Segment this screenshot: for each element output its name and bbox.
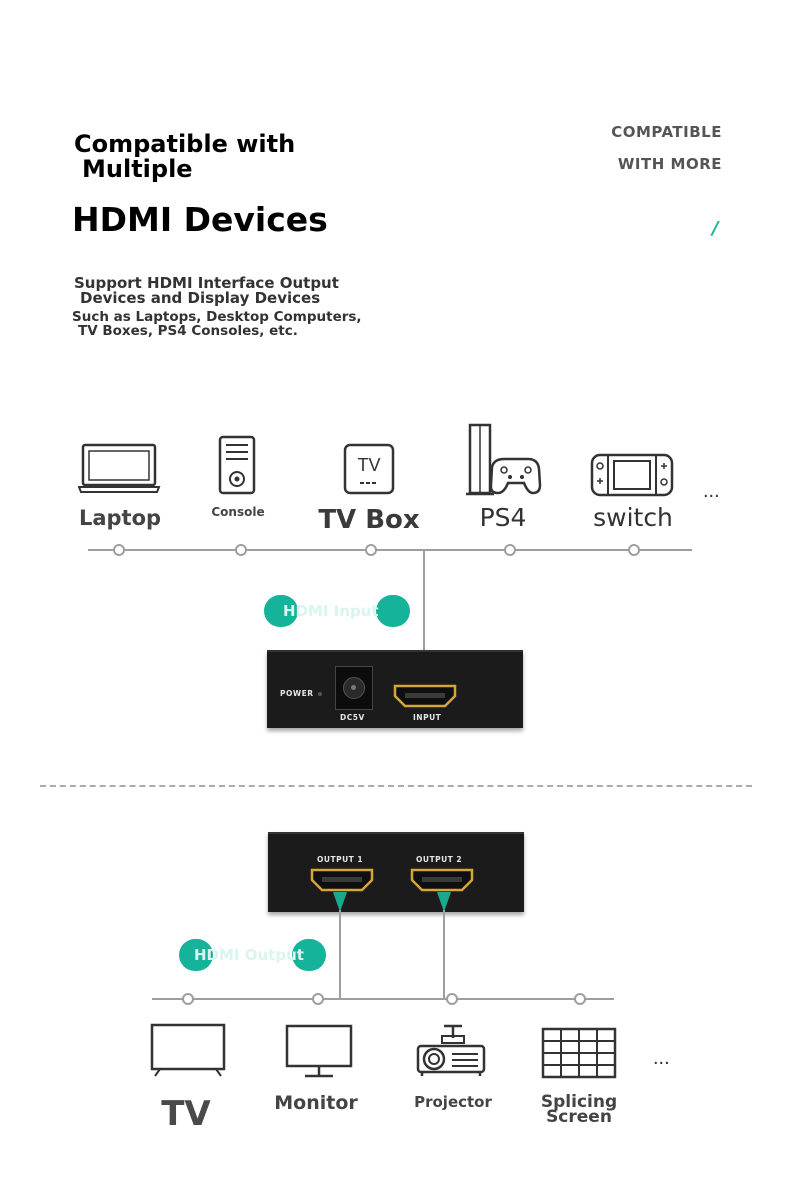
hdmi-input-badge-left [264, 595, 298, 627]
input-port-label: INPUT [413, 713, 442, 722]
tv-box-icon-text: TV [357, 455, 381, 475]
hdmi-output-port-2 [410, 868, 474, 892]
dc-power-jack [335, 666, 373, 710]
device-label-ps4: PS4 [479, 503, 527, 532]
ps4-icon [466, 423, 542, 496]
device-label-screen: Screen [546, 1107, 612, 1127]
hdmi-output-port-1 [310, 868, 374, 892]
output-2-label: OUTPUT 2 [416, 855, 463, 864]
more-outputs-ellipsis: ... [653, 1047, 670, 1069]
hdmi-input-port [393, 684, 457, 708]
laptop-icon [78, 443, 161, 493]
device-label-splicing: Splicing [540, 1092, 618, 1112]
output-connection-lines [152, 892, 614, 1005]
section-divider [40, 785, 752, 787]
more-inputs-ellipsis: ... [703, 480, 720, 502]
splitter-output-side: OUTPUT 1 OUTPUT 2 [268, 832, 524, 912]
such-line-1: Such as Laptops, Desktop Computers, [72, 309, 362, 325]
desktop-tower-icon [218, 435, 256, 495]
output-1-label: OUTPUT 1 [317, 855, 364, 864]
video-wall-icon [541, 1027, 617, 1079]
switch-icon [590, 453, 674, 497]
device-label-monitor: Monitor [274, 1092, 358, 1114]
splitter-input-side: POWER DC5V INPUT [267, 650, 523, 728]
device-label-laptop: Laptop [78, 506, 162, 530]
device-label-tv-box: TV Box [318, 505, 420, 535]
compat-line-1: COMPATIBLE [611, 123, 722, 141]
compat-line-2: WITH MORE [617, 155, 722, 173]
hdmi-output-badge-left [179, 939, 213, 971]
tv-box-icon [343, 443, 395, 495]
support-line-1: Support HDMI Interface Output [74, 274, 339, 292]
device-label-console: Console [211, 505, 265, 519]
hdmi-output-badge-text: HDMI Output [194, 946, 304, 964]
title-line-1: Compatible with [74, 130, 296, 158]
monitor-icon [285, 1024, 353, 1078]
dc5v-label: DC5V [340, 713, 365, 722]
device-label-projector: Projector [414, 1093, 492, 1111]
tv-icon [150, 1023, 226, 1077]
device-label-switch: switch [593, 503, 673, 532]
device-label-tv: TV [161, 1094, 211, 1134]
accent-slash: / [712, 218, 719, 239]
title-line-2: Multiple [82, 155, 193, 183]
such-line-2: TV Boxes, PS4 Consoles, etc. [78, 323, 298, 339]
power-label: POWER [280, 689, 314, 698]
projector-icon [416, 1024, 486, 1076]
hdmi-input-badge-text: HDMI Input [283, 602, 379, 620]
title-line-3: HDMI Devices [72, 200, 328, 239]
hdmi-input-badge-right [376, 595, 410, 627]
power-led [318, 692, 322, 696]
support-line-2: Devices and Display Devices [80, 289, 321, 307]
hdmi-output-badge-right [292, 939, 326, 971]
